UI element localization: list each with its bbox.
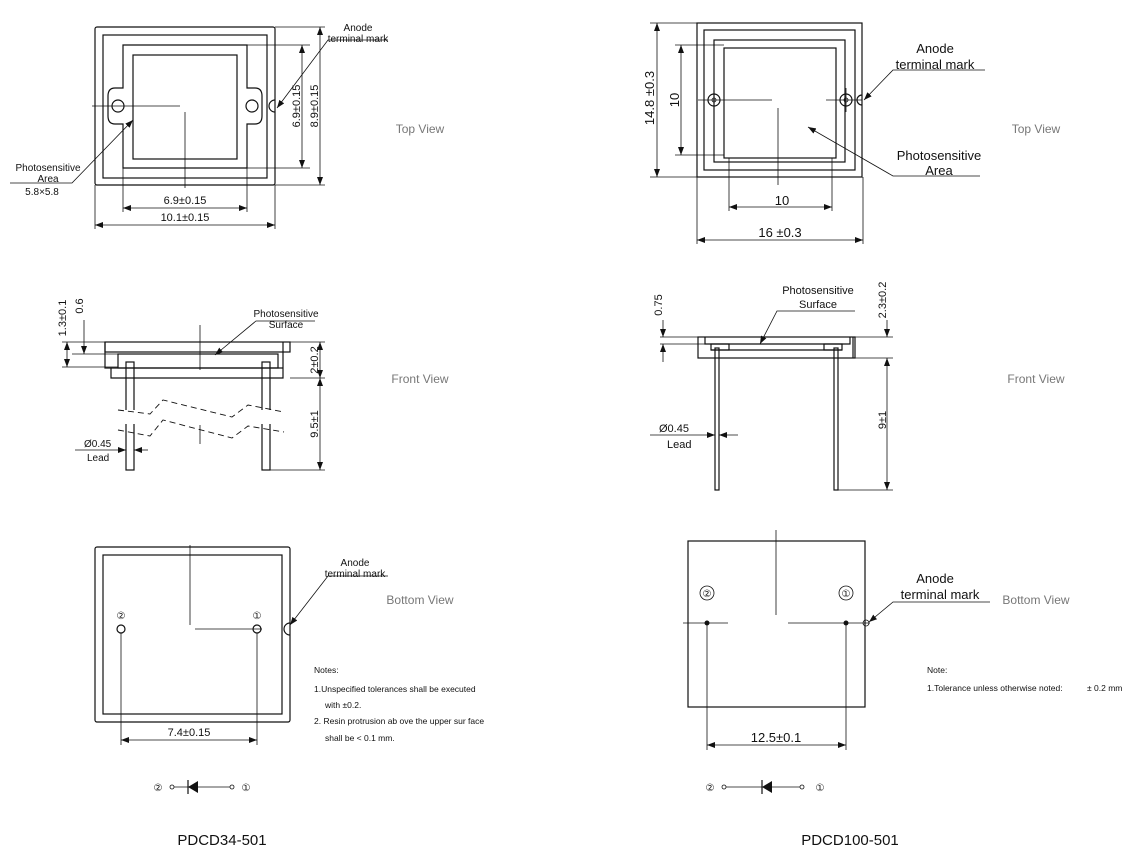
right-top-view: 14.8 ±0.3 10 10 16 ±0.3 Anode terminal m… <box>642 22 1061 244</box>
note-1: 1.Unspecified tolerances shall be execut… <box>314 684 476 694</box>
dim-outer-height: 8.9±0.15 <box>309 85 321 128</box>
note-1: 1.Tolerance unless otherwise noted: <box>927 683 1063 693</box>
dim-window-depth: 0.6 <box>74 298 86 313</box>
dim-top-thickness: 1.3±0.1 <box>57 300 69 337</box>
note-1-value: ± 0.2 mm <box>1087 683 1122 693</box>
dim-outer-width: 10.1±0.15 <box>161 212 210 224</box>
anode-label-2: terminal mark <box>896 57 975 72</box>
dim-lead-length: 9.5±1 <box>309 410 321 437</box>
photosensitive-surface-label: Photosensitive <box>253 309 318 320</box>
anode-label: Anode <box>916 41 954 56</box>
anode-notch <box>268 99 276 113</box>
symbol-pin-1: ① <box>816 783 825 794</box>
left-notes: Notes: 1.Unspecified tolerances shall be… <box>314 665 484 743</box>
photosensitive-label: Photosensitive <box>15 163 80 174</box>
dim-pin-pitch: 12.5±0.1 <box>751 730 802 745</box>
dim-inner-width: 10 <box>775 193 789 208</box>
photosensitive-surface-label: Photosensitive <box>782 285 854 297</box>
anode-label-2: terminal mark <box>328 34 390 45</box>
note-2: 2. Resin protrusion ab ove the upper sur… <box>314 716 484 726</box>
symbol-pin-2: ② <box>706 783 715 794</box>
symbol-pin-1: ① <box>242 783 251 794</box>
dim-inner-height: 10 <box>667 93 682 107</box>
diode-icon <box>762 781 772 793</box>
left-diode-symbol: ② ① <box>154 780 251 794</box>
lead-diameter: Ø0.45 <box>84 439 112 450</box>
photosensitive-surface-label-2: Surface <box>799 299 837 311</box>
right-bottom-view: ② ① 12.5±0.1 Anode terminal mark Bottom … <box>683 530 1070 750</box>
part-title: PDCD100-501 <box>801 832 899 849</box>
package-body <box>104 341 291 353</box>
left-front-view: 1.3±0.1 0.6 2±0.2 9.5±1 Photosensitive S… <box>57 298 449 471</box>
lead <box>833 347 839 491</box>
right-front-view: 0.75 2.3±0.2 9±1 Photosensitive Surface … <box>650 282 1065 491</box>
dim-inner-width: 6.9±0.15 <box>164 195 207 207</box>
photosensitive-surface-label-2: Surface <box>269 320 304 331</box>
pin-1-label: ① <box>253 611 262 622</box>
pin-2-label: ② <box>703 589 712 600</box>
view-label: Bottom View <box>386 593 453 607</box>
anode-label: Anode <box>341 558 370 569</box>
right-notes: Note: 1.Tolerance unless otherwise noted… <box>927 665 1122 693</box>
lead-diameter: Ø0.45 <box>659 423 689 435</box>
left-top-view: 6.9±0.15 8.9±0.15 6.9±0.15 10.1±0.15 Ano… <box>10 23 445 229</box>
dim-window-depth: 0.75 <box>653 294 665 315</box>
view-label: Front View <box>391 372 448 386</box>
package-body <box>697 336 856 359</box>
notes-heading: Notes: <box>314 665 339 675</box>
anode-label: Anode <box>344 23 373 34</box>
dim-outer-width: 16 ±0.3 <box>758 225 801 240</box>
photosensitive-label: Photosensitive <box>897 148 982 163</box>
diode-icon <box>188 781 198 793</box>
anode-label-2: terminal mark <box>325 569 387 580</box>
lead-label: Lead <box>87 453 109 464</box>
note-2-cont: shall be < 0.1 mm. <box>325 733 395 743</box>
package-outline <box>687 540 866 708</box>
dim-outer-height: 14.8 ±0.3 <box>642 71 657 125</box>
anode-label: Anode <box>916 571 954 586</box>
view-label: Front View <box>1007 372 1064 386</box>
photosensitive-label-2: Area <box>37 174 59 185</box>
view-label: Bottom View <box>1002 593 1069 607</box>
right-diode-symbol: ② ① <box>706 780 825 794</box>
note-1-cont: with ±0.2. <box>324 700 361 710</box>
lead <box>714 347 720 491</box>
lead-label: Lead <box>667 439 691 451</box>
dim-package-height: 2.3±0.2 <box>877 282 889 319</box>
dim-package-height: 2±0.2 <box>309 346 321 373</box>
package-outline <box>94 546 291 723</box>
dim-inner-height: 6.9±0.15 <box>291 85 303 128</box>
view-label: Top View <box>396 122 445 136</box>
dim-pin-pitch: 7.4±0.15 <box>168 727 211 739</box>
anode-label-2: terminal mark <box>901 587 980 602</box>
photosensitive-size: 5.8×5.8 <box>25 187 59 198</box>
part-title: PDCD34-501 <box>177 832 266 849</box>
pin-1-label: ① <box>842 589 851 600</box>
symbol-pin-2: ② <box>154 783 163 794</box>
pin-2 <box>116 624 126 634</box>
dim-lead-length: 9±1 <box>877 411 889 429</box>
pin-2-label: ② <box>117 611 126 622</box>
photosensitive-area <box>723 47 837 159</box>
notes-heading: Note: <box>927 665 947 675</box>
photosensitive-label-2: Area <box>925 163 953 178</box>
view-label: Top View <box>1012 122 1061 136</box>
mount-hole <box>245 99 259 113</box>
left-bottom-view: ② ① 7.4±0.15 Anode terminal mark Bottom … <box>94 545 454 745</box>
